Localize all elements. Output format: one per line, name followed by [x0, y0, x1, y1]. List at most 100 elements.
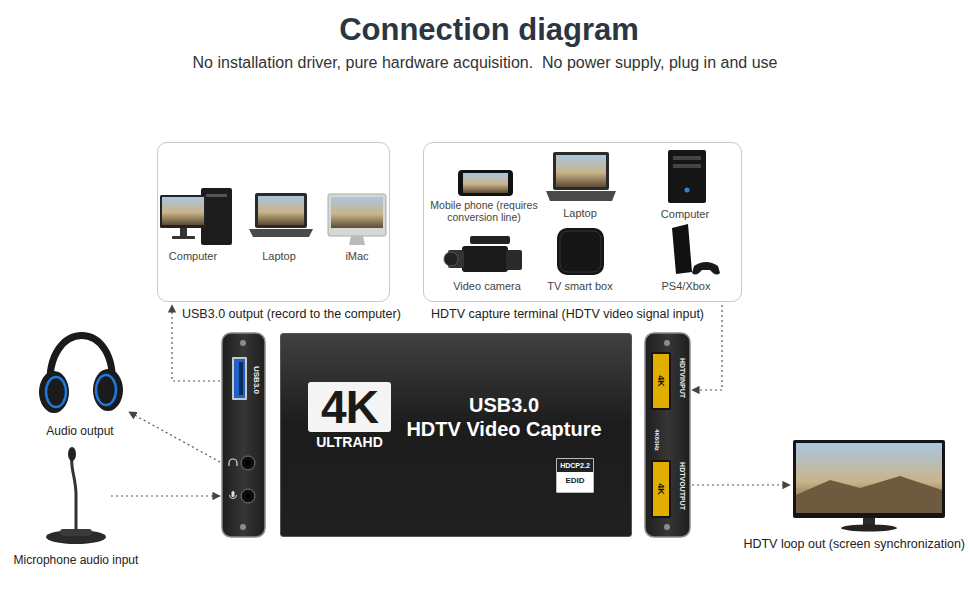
headphones-picture: [39, 336, 123, 414]
laptop-icon: [255, 193, 307, 228]
hdmi-port: 4K: [651, 460, 671, 518]
badge-text: HDCP2.2: [557, 459, 593, 472]
left-end-plate: [245, 493, 251, 499]
logo-text: ULTRAHD: [308, 434, 391, 451]
monitor-picture: [793, 440, 945, 518]
monitor: HDTV loop out (screen synchronization): [793, 440, 945, 532]
monitor-picture: [793, 440, 945, 532]
desktop-computer-icon: [160, 188, 232, 245]
microphone-picture: [60, 529, 92, 536]
right-end-plate: [645, 333, 690, 537]
device-caption: Computer: [158, 250, 228, 263]
imac-icon: [328, 194, 386, 245]
device-caption: Video camera: [442, 280, 532, 293]
phone-icon: [458, 170, 513, 196]
left-end-plate: [241, 489, 255, 503]
desktop-computer-icon: [172, 236, 195, 239]
headphones-picture: [93, 369, 123, 411]
imac-icon: [349, 236, 365, 245]
tower-computer-icon: [685, 188, 690, 193]
left-end-plate: [245, 460, 251, 466]
laptop-icon: [258, 196, 304, 225]
tower-computer-icon: [673, 156, 701, 160]
left-end-plate: [232, 491, 235, 497]
desktop-computer-icon: [162, 197, 204, 225]
left-end-plate: [230, 495, 237, 499]
panel-heading: HDTV capture terminal (HDTV video signal…: [431, 307, 704, 322]
laptop-icon: [249, 229, 313, 237]
microphone-picture: [72, 456, 76, 530]
left-end-plate: [234, 359, 245, 398]
end-plate: HDTVINPUT 4K60HzHDTVOUTPUT 4K 4K: [645, 333, 690, 537]
device-caption: Laptop: [244, 250, 314, 263]
desktop-computer-icon: [206, 194, 227, 197]
monitor-picture: [841, 525, 897, 532]
tv-box-icon: [557, 228, 604, 275]
hdcp-badge: HDCP2.2EDID: [556, 458, 594, 493]
video-camera-icon: [444, 236, 522, 272]
dotted-connector: [111, 495, 220, 496]
port-label: 4K: [656, 375, 667, 387]
device-caption: Mobile phone (requires conversion line): [424, 199, 544, 223]
end-plate: USB3.0: [222, 333, 265, 537]
imac-icon: [331, 197, 383, 228]
headphones-picture: [46, 377, 66, 407]
headphones-picture: [96, 375, 116, 405]
right-end-plate: [664, 340, 670, 346]
laptop-icon: [556, 155, 606, 187]
left-end-plate: [240, 524, 246, 530]
desktop-computer-icon: [180, 228, 187, 236]
headphones: Audio output: [36, 325, 124, 417]
game-console-icon: [672, 224, 692, 274]
microphone-picture: [46, 447, 106, 544]
left-end-plate: [239, 362, 243, 395]
right-end-plate: [664, 524, 670, 530]
left-end-plate: [232, 357, 247, 400]
port-label: HDTVOUTPUT: [678, 462, 686, 510]
logo-text: 4K: [308, 382, 391, 432]
tower-computer-icon: [668, 150, 706, 203]
port-label: USB3.0: [251, 366, 261, 394]
port-label: HDTVINPUT: [678, 358, 686, 398]
video-camera-icon: [470, 236, 510, 244]
port-label: 4K: [656, 483, 667, 495]
microphone-picture: [68, 447, 76, 461]
video-camera-icon: [506, 250, 522, 270]
hdmi-port: 4K: [651, 352, 671, 410]
dotted-connector: [692, 484, 790, 485]
video-camera-icon: [462, 246, 508, 272]
device-caption: HDTV loop out (screen synchronization): [743, 537, 965, 552]
badge-text: EDID: [557, 476, 593, 486]
right-end-plate: [645, 333, 690, 537]
tv-box-icon: [560, 231, 601, 272]
product-text: HDTV Video Capture: [389, 417, 619, 441]
imac-icon: [328, 194, 386, 236]
microphone: Microphone audio input: [45, 446, 107, 543]
device-caption: Microphone audio input: [14, 553, 139, 567]
tower-computer-icon: [668, 150, 706, 203]
phone-icon: [463, 173, 508, 193]
device-caption: Laptop: [545, 207, 615, 220]
product-text: USB3.0: [389, 393, 619, 417]
panel-heading: USB3.0 output (record to the computer): [182, 307, 401, 322]
left-end-plate: [229, 459, 237, 466]
monitor-picture: [796, 476, 942, 513]
laptop-icon: [553, 152, 609, 190]
game-console-icon: [672, 224, 720, 275]
left-end-plate: [222, 333, 265, 537]
laptop-icon: [546, 152, 616, 201]
diagram-title: Connection diagram: [4, 11, 970, 48]
left-end-plate: [240, 340, 246, 346]
laptop-icon: [546, 191, 616, 201]
dotted-connector: [129, 412, 220, 462]
tv-box-icon: [557, 228, 604, 275]
left-end-plate: [241, 456, 255, 470]
device-caption: iMac: [327, 250, 387, 263]
game-console-icon: [692, 262, 720, 275]
device-caption: PS4/Xbox: [651, 280, 721, 293]
tower-computer-icon: [673, 164, 701, 168]
port-label: 4K60Hz: [652, 429, 659, 451]
monitor-picture: [796, 443, 942, 513]
input-panel: HDTV capture terminal (HDTV video signal…: [423, 142, 742, 302]
desktop-computer-icon: [160, 195, 206, 228]
